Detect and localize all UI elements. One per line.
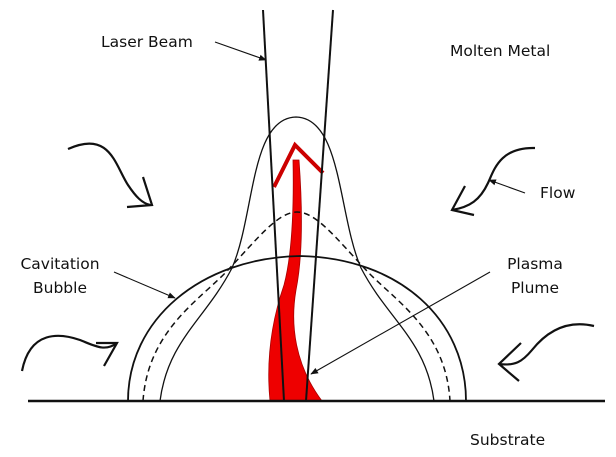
label-plasma-line1: Plasma: [507, 255, 563, 273]
laser-beam-left: [262, 9, 285, 402]
cavitation-bubble: [127, 255, 467, 402]
label-plasma-line2: Plume: [510, 279, 560, 297]
cavitation-pointer: [113, 271, 176, 299]
flow-arrow-bottom-left: [20, 334, 119, 372]
dashed-boundary: [142, 211, 451, 402]
flow-arrow-top-left: [67, 142, 154, 209]
label-molten-metal: Molten Metal: [450, 42, 551, 60]
label-cavitation-line1: Cavitation: [20, 255, 100, 273]
plasma-pointer: [310, 271, 491, 375]
flow-pointer: [488, 179, 526, 194]
plasma-plume: [268, 159, 323, 402]
label-cavitation-line2: Bubble: [33, 279, 87, 297]
label-laser-beam: Laser Beam: [101, 33, 193, 51]
plume-arrow-head: [272, 141, 325, 188]
jet-outline: [159, 116, 435, 402]
flow-arrow-bottom-right: [497, 323, 595, 382]
flow-arrow-top-right: [450, 146, 536, 217]
label-substrate: Substrate: [470, 431, 546, 449]
laser-beam-right: [305, 9, 334, 402]
laser-beam-pointer: [214, 41, 267, 61]
label-cavitation-bubble: Cavitation Bubble: [10, 252, 110, 300]
label-flow: Flow: [540, 184, 576, 202]
label-plasma-plume: Plasma Plume: [500, 252, 570, 300]
